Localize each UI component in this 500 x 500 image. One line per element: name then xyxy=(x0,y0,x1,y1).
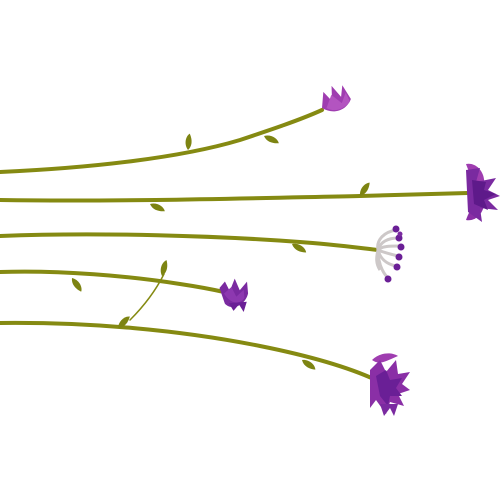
stem-line xyxy=(0,320,378,382)
stem-line xyxy=(0,269,226,294)
leaf xyxy=(70,276,83,294)
flower-bud-icon xyxy=(219,278,249,313)
flower-bud-icon xyxy=(322,85,351,112)
stem-1 xyxy=(0,85,351,174)
leaf xyxy=(157,259,172,277)
twig-line xyxy=(129,273,165,321)
stem-2 xyxy=(0,163,500,222)
leaf xyxy=(182,133,195,151)
stem-line xyxy=(0,191,470,203)
stem-5 xyxy=(0,315,410,416)
flower-bloom-icon xyxy=(370,353,410,416)
leaf xyxy=(149,199,166,216)
stem-line xyxy=(0,108,324,174)
stem-3 xyxy=(0,225,405,283)
leaf xyxy=(263,131,280,148)
flower-bloom-icon xyxy=(466,163,500,222)
stem-line xyxy=(0,232,380,252)
dandelion-seed-head-icon xyxy=(375,225,405,283)
stem-4 xyxy=(0,259,249,321)
